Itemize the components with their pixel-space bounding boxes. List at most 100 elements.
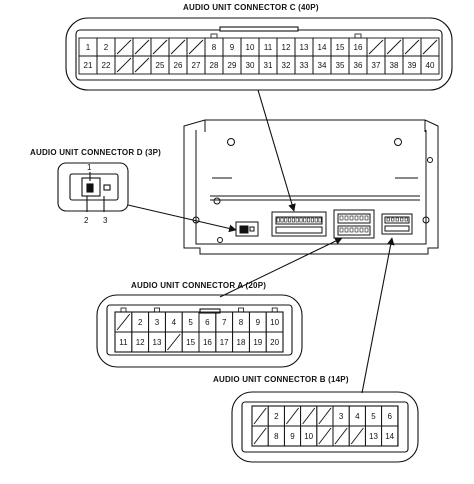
unused-pin-hatch bbox=[334, 427, 348, 445]
pin-number: 40 bbox=[426, 61, 435, 70]
pin-cell bbox=[381, 425, 399, 447]
unit-pin bbox=[364, 215, 369, 221]
pin-cell bbox=[420, 55, 440, 75]
pin-number: 11 bbox=[119, 338, 128, 347]
unit-pin bbox=[364, 227, 369, 233]
pin-number: 38 bbox=[390, 61, 399, 70]
unused-pin-hatch bbox=[422, 39, 438, 55]
pin-number: 3 bbox=[339, 412, 344, 421]
unit-pin bbox=[280, 217, 284, 223]
unit-pin bbox=[288, 217, 292, 223]
pin-number: 36 bbox=[354, 61, 363, 70]
unused-pin-hatch bbox=[116, 39, 132, 55]
pin-key-notch bbox=[210, 33, 218, 39]
pin-number: 37 bbox=[372, 61, 381, 70]
pin-number: 15 bbox=[336, 43, 345, 52]
pin-number: 3 bbox=[155, 318, 160, 327]
pin-number: 25 bbox=[156, 61, 165, 70]
pin-number: 31 bbox=[264, 61, 273, 70]
connector-d bbox=[57, 162, 129, 212]
pin-number: 14 bbox=[318, 43, 327, 52]
pin-number: 2 bbox=[104, 43, 109, 52]
leader-b bbox=[361, 237, 395, 394]
connector-c-title: AUDIO UNIT CONNECTOR C (40P) bbox=[183, 3, 319, 12]
pin-number: 8 bbox=[212, 43, 217, 52]
connector-d-pin-3: 3 bbox=[103, 216, 108, 225]
unit-pin bbox=[303, 217, 307, 223]
pin-number: 15 bbox=[186, 338, 195, 347]
unit-pin bbox=[339, 227, 344, 233]
unit-pin bbox=[344, 215, 349, 221]
unused-pin-hatch bbox=[386, 39, 402, 55]
pin-number: 11 bbox=[264, 43, 273, 52]
pin-number: 27 bbox=[192, 61, 201, 70]
pin-number: 10 bbox=[304, 432, 313, 441]
unit-pin bbox=[354, 215, 359, 221]
pin-number: 34 bbox=[318, 61, 327, 70]
unit-pin bbox=[395, 217, 399, 222]
unused-pin-hatch bbox=[318, 427, 332, 445]
unit-pin bbox=[310, 217, 314, 223]
unit-pin bbox=[284, 217, 288, 223]
pin-number: 18 bbox=[237, 338, 246, 347]
unit-pin bbox=[314, 217, 318, 223]
pin-number: 2 bbox=[138, 318, 143, 327]
pin-key-notch bbox=[120, 307, 127, 313]
unused-pin-hatch bbox=[286, 407, 299, 425]
unused-pin-hatch bbox=[116, 313, 131, 331]
leader-d bbox=[127, 204, 237, 233]
pin-number: 13 bbox=[369, 432, 378, 441]
connector-d-pin-2: 2 bbox=[84, 216, 89, 225]
pin-number: 6 bbox=[387, 412, 392, 421]
unit-pin bbox=[386, 217, 390, 222]
unused-pin-hatch bbox=[134, 39, 150, 55]
unit-pin bbox=[276, 217, 280, 223]
unused-pin-hatch bbox=[404, 39, 420, 55]
connector-d-title: AUDIO UNIT CONNECTOR D (3P) bbox=[30, 148, 162, 157]
audio-unit-body bbox=[183, 119, 439, 255]
unit-pin bbox=[359, 227, 364, 233]
pin-number: 35 bbox=[336, 61, 345, 70]
pin-number: 22 bbox=[102, 61, 111, 70]
unused-pin-hatch bbox=[134, 57, 150, 73]
pin-number: 19 bbox=[253, 338, 262, 347]
pin-number: 2 bbox=[274, 412, 279, 421]
pin-number: 12 bbox=[282, 43, 291, 52]
leader-a bbox=[219, 237, 343, 298]
unused-pin-hatch bbox=[350, 427, 364, 445]
pin-number: 32 bbox=[282, 61, 291, 70]
pin-number: 29 bbox=[228, 61, 237, 70]
pin-number: 8 bbox=[274, 432, 279, 441]
pin-key-notch bbox=[154, 307, 161, 313]
pin-number: 16 bbox=[203, 338, 212, 347]
connector-b-title: AUDIO UNIT CONNECTOR B (14P) bbox=[213, 375, 349, 384]
pin-number: 28 bbox=[210, 61, 219, 70]
unused-pin-hatch bbox=[188, 39, 204, 55]
pin-number: 13 bbox=[300, 43, 309, 52]
connector-a-title: AUDIO UNIT CONNECTOR A (20P) bbox=[131, 281, 267, 290]
pin-number: 16 bbox=[354, 43, 363, 52]
pin-cell bbox=[265, 331, 284, 353]
pin-number: 1 bbox=[86, 43, 91, 52]
unused-pin-hatch bbox=[253, 427, 267, 445]
pin-number: 5 bbox=[371, 412, 376, 421]
unused-pin-hatch bbox=[302, 407, 316, 425]
connector-a bbox=[96, 294, 303, 368]
unit-pin bbox=[291, 217, 295, 223]
unit-pin bbox=[339, 215, 344, 221]
pin-number: 14 bbox=[385, 432, 394, 441]
unit-pin bbox=[299, 217, 303, 223]
unit-pin bbox=[307, 217, 311, 223]
pin-number: 5 bbox=[188, 318, 193, 327]
unused-pin-hatch bbox=[170, 39, 186, 55]
unused-pin-hatch bbox=[318, 407, 332, 425]
leader-lines bbox=[127, 89, 395, 394]
pin-key-notch bbox=[271, 307, 278, 313]
connector-d-pin-1: 1 bbox=[87, 163, 92, 172]
pin-number: 20 bbox=[270, 338, 279, 347]
pin-number: 10 bbox=[270, 318, 279, 327]
unused-pin-hatch bbox=[152, 39, 168, 55]
pin-number: 39 bbox=[408, 61, 417, 70]
